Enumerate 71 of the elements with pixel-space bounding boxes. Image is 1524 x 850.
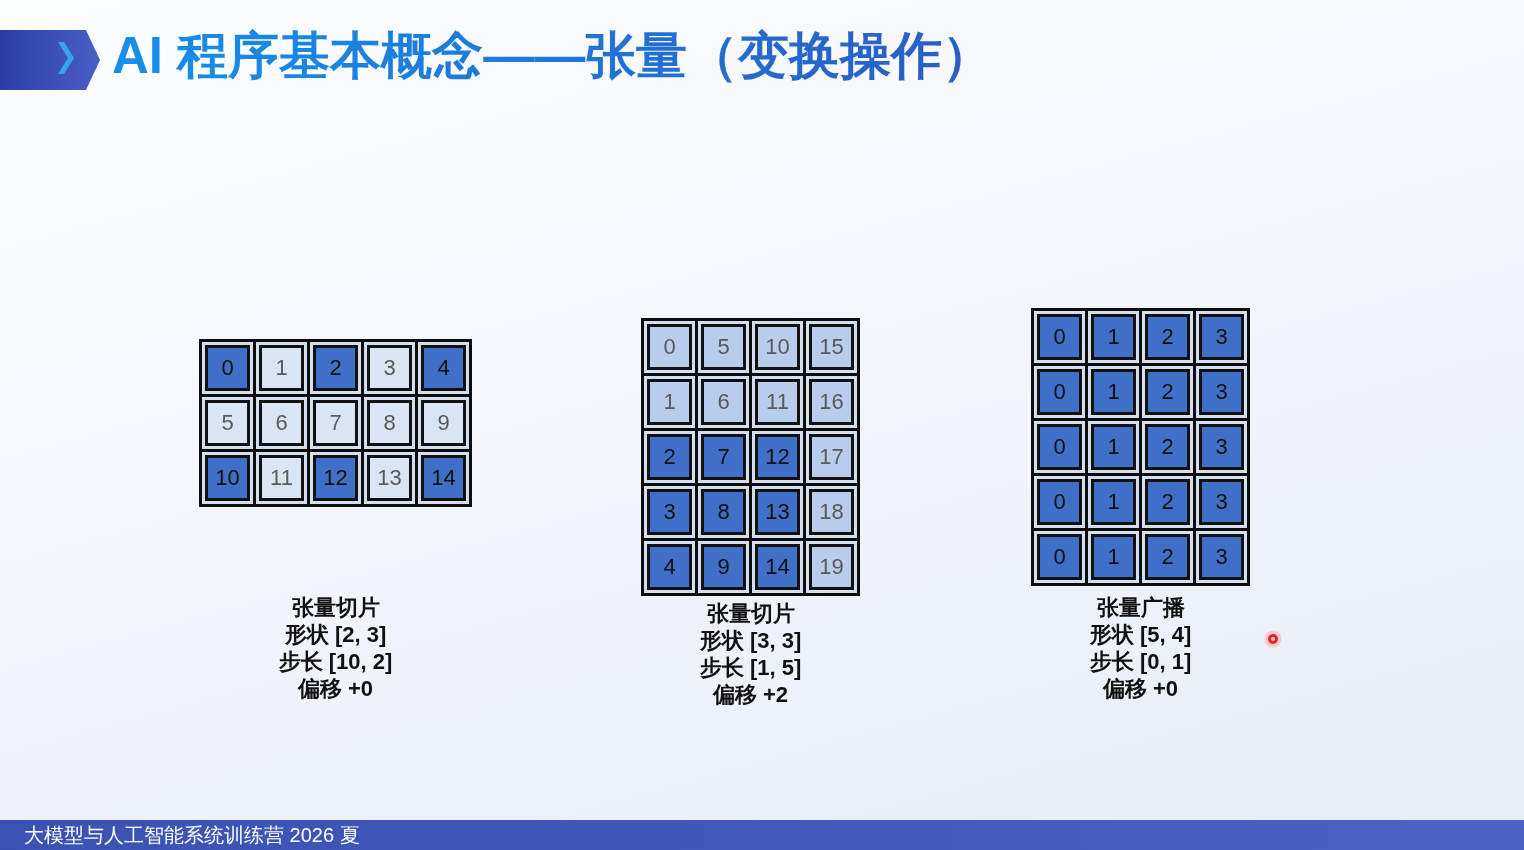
tensor-cell: 1: [1088, 531, 1139, 583]
tensor-cell: 5: [202, 397, 253, 449]
tensor-cell: 2: [1142, 476, 1193, 528]
tensor-cell: 2: [644, 431, 695, 483]
tensor-cell: 9: [698, 541, 749, 593]
tensor-cell: 4: [418, 342, 469, 394]
caption-text: 形状 [3, 3]: [699, 627, 802, 654]
tensor-cell: 3: [1196, 311, 1247, 363]
tensor-cell: 15: [806, 321, 857, 373]
tensor-cell: 7: [698, 431, 749, 483]
tensor-cell: 10: [202, 452, 253, 504]
caption-text: 步长 [10, 2]: [278, 648, 393, 675]
tensor-cell: 5: [698, 321, 749, 373]
tensor-cell: 19: [806, 541, 857, 593]
tensor-cell: 1: [1088, 366, 1139, 418]
tensor-cell: 11: [752, 376, 803, 428]
tensor-cell: 12: [752, 431, 803, 483]
tensor-cell: 2: [1142, 366, 1193, 418]
tensor-cell: 1: [1088, 476, 1139, 528]
footer-text: 大模型与人工智能系统训练营 2026 夏: [24, 823, 360, 847]
tensor-cell: 4: [644, 541, 695, 593]
tensor-cell: 2: [1142, 421, 1193, 473]
tensor-cell: 16: [806, 376, 857, 428]
tensor-cell: 0: [1034, 311, 1085, 363]
tensor-cell: 0: [644, 321, 695, 373]
caption-text: 张量切片: [291, 594, 380, 621]
tensor-cell: 14: [418, 452, 469, 504]
tensor-cell: 3: [644, 486, 695, 538]
caption-text: 偏移 +0: [1102, 675, 1179, 702]
tensor-cell: 2: [1142, 531, 1193, 583]
tensor-cell: 3: [1196, 421, 1247, 473]
tensor-cell: 10: [752, 321, 803, 373]
caption-text: 偏移 +0: [297, 675, 374, 702]
tensor-cell: 14: [752, 541, 803, 593]
caption-text: 张量广播: [1096, 594, 1185, 621]
tensor-cell: 3: [1196, 531, 1247, 583]
tensor-cell: 11: [256, 452, 307, 504]
tensor-cell: 2: [310, 342, 361, 394]
tensor-cell: 8: [364, 397, 415, 449]
tensor-cell: 1: [256, 342, 307, 394]
grid-frame: [199, 339, 472, 507]
tensor-cell: 13: [364, 452, 415, 504]
tensor-cell: 6: [698, 376, 749, 428]
caption-text: 步长 [1, 5]: [699, 654, 802, 681]
tensor-cell: 13: [752, 486, 803, 538]
tensor-cell: 6: [256, 397, 307, 449]
tensor-cell: 3: [1196, 366, 1247, 418]
tensor-cell: 7: [310, 397, 361, 449]
caption-text: 张量切片: [706, 600, 795, 627]
tensor-cell: 3: [364, 342, 415, 394]
grid-frame: [1031, 308, 1250, 586]
tensor-cell: 8: [698, 486, 749, 538]
tensor-cell: 17: [806, 431, 857, 483]
tensor-cell: 3: [1196, 476, 1247, 528]
caption-text: 偏移 +2: [712, 681, 789, 708]
caption-text: 形状 [5, 4]: [1089, 621, 1192, 648]
tensor-cell: 12: [310, 452, 361, 504]
tensor-cell: 0: [1034, 421, 1085, 473]
tensor-cell: 0: [1034, 531, 1085, 583]
tensor-cell: 2: [1142, 311, 1193, 363]
caption-text: 步长 [0, 1]: [1089, 648, 1192, 675]
tensor-cell: 9: [418, 397, 469, 449]
tensor-cell: 1: [644, 376, 695, 428]
caption-text: 形状 [2, 3]: [284, 621, 387, 648]
tensor-cell: 0: [1034, 476, 1085, 528]
tensor-cell: 1: [1088, 421, 1139, 473]
tensor-cell: 18: [806, 486, 857, 538]
tensor-cell: 0: [202, 342, 253, 394]
tensor-cell: 1: [1088, 311, 1139, 363]
tensor-cell: 0: [1034, 366, 1085, 418]
grid-frame: [641, 318, 860, 596]
